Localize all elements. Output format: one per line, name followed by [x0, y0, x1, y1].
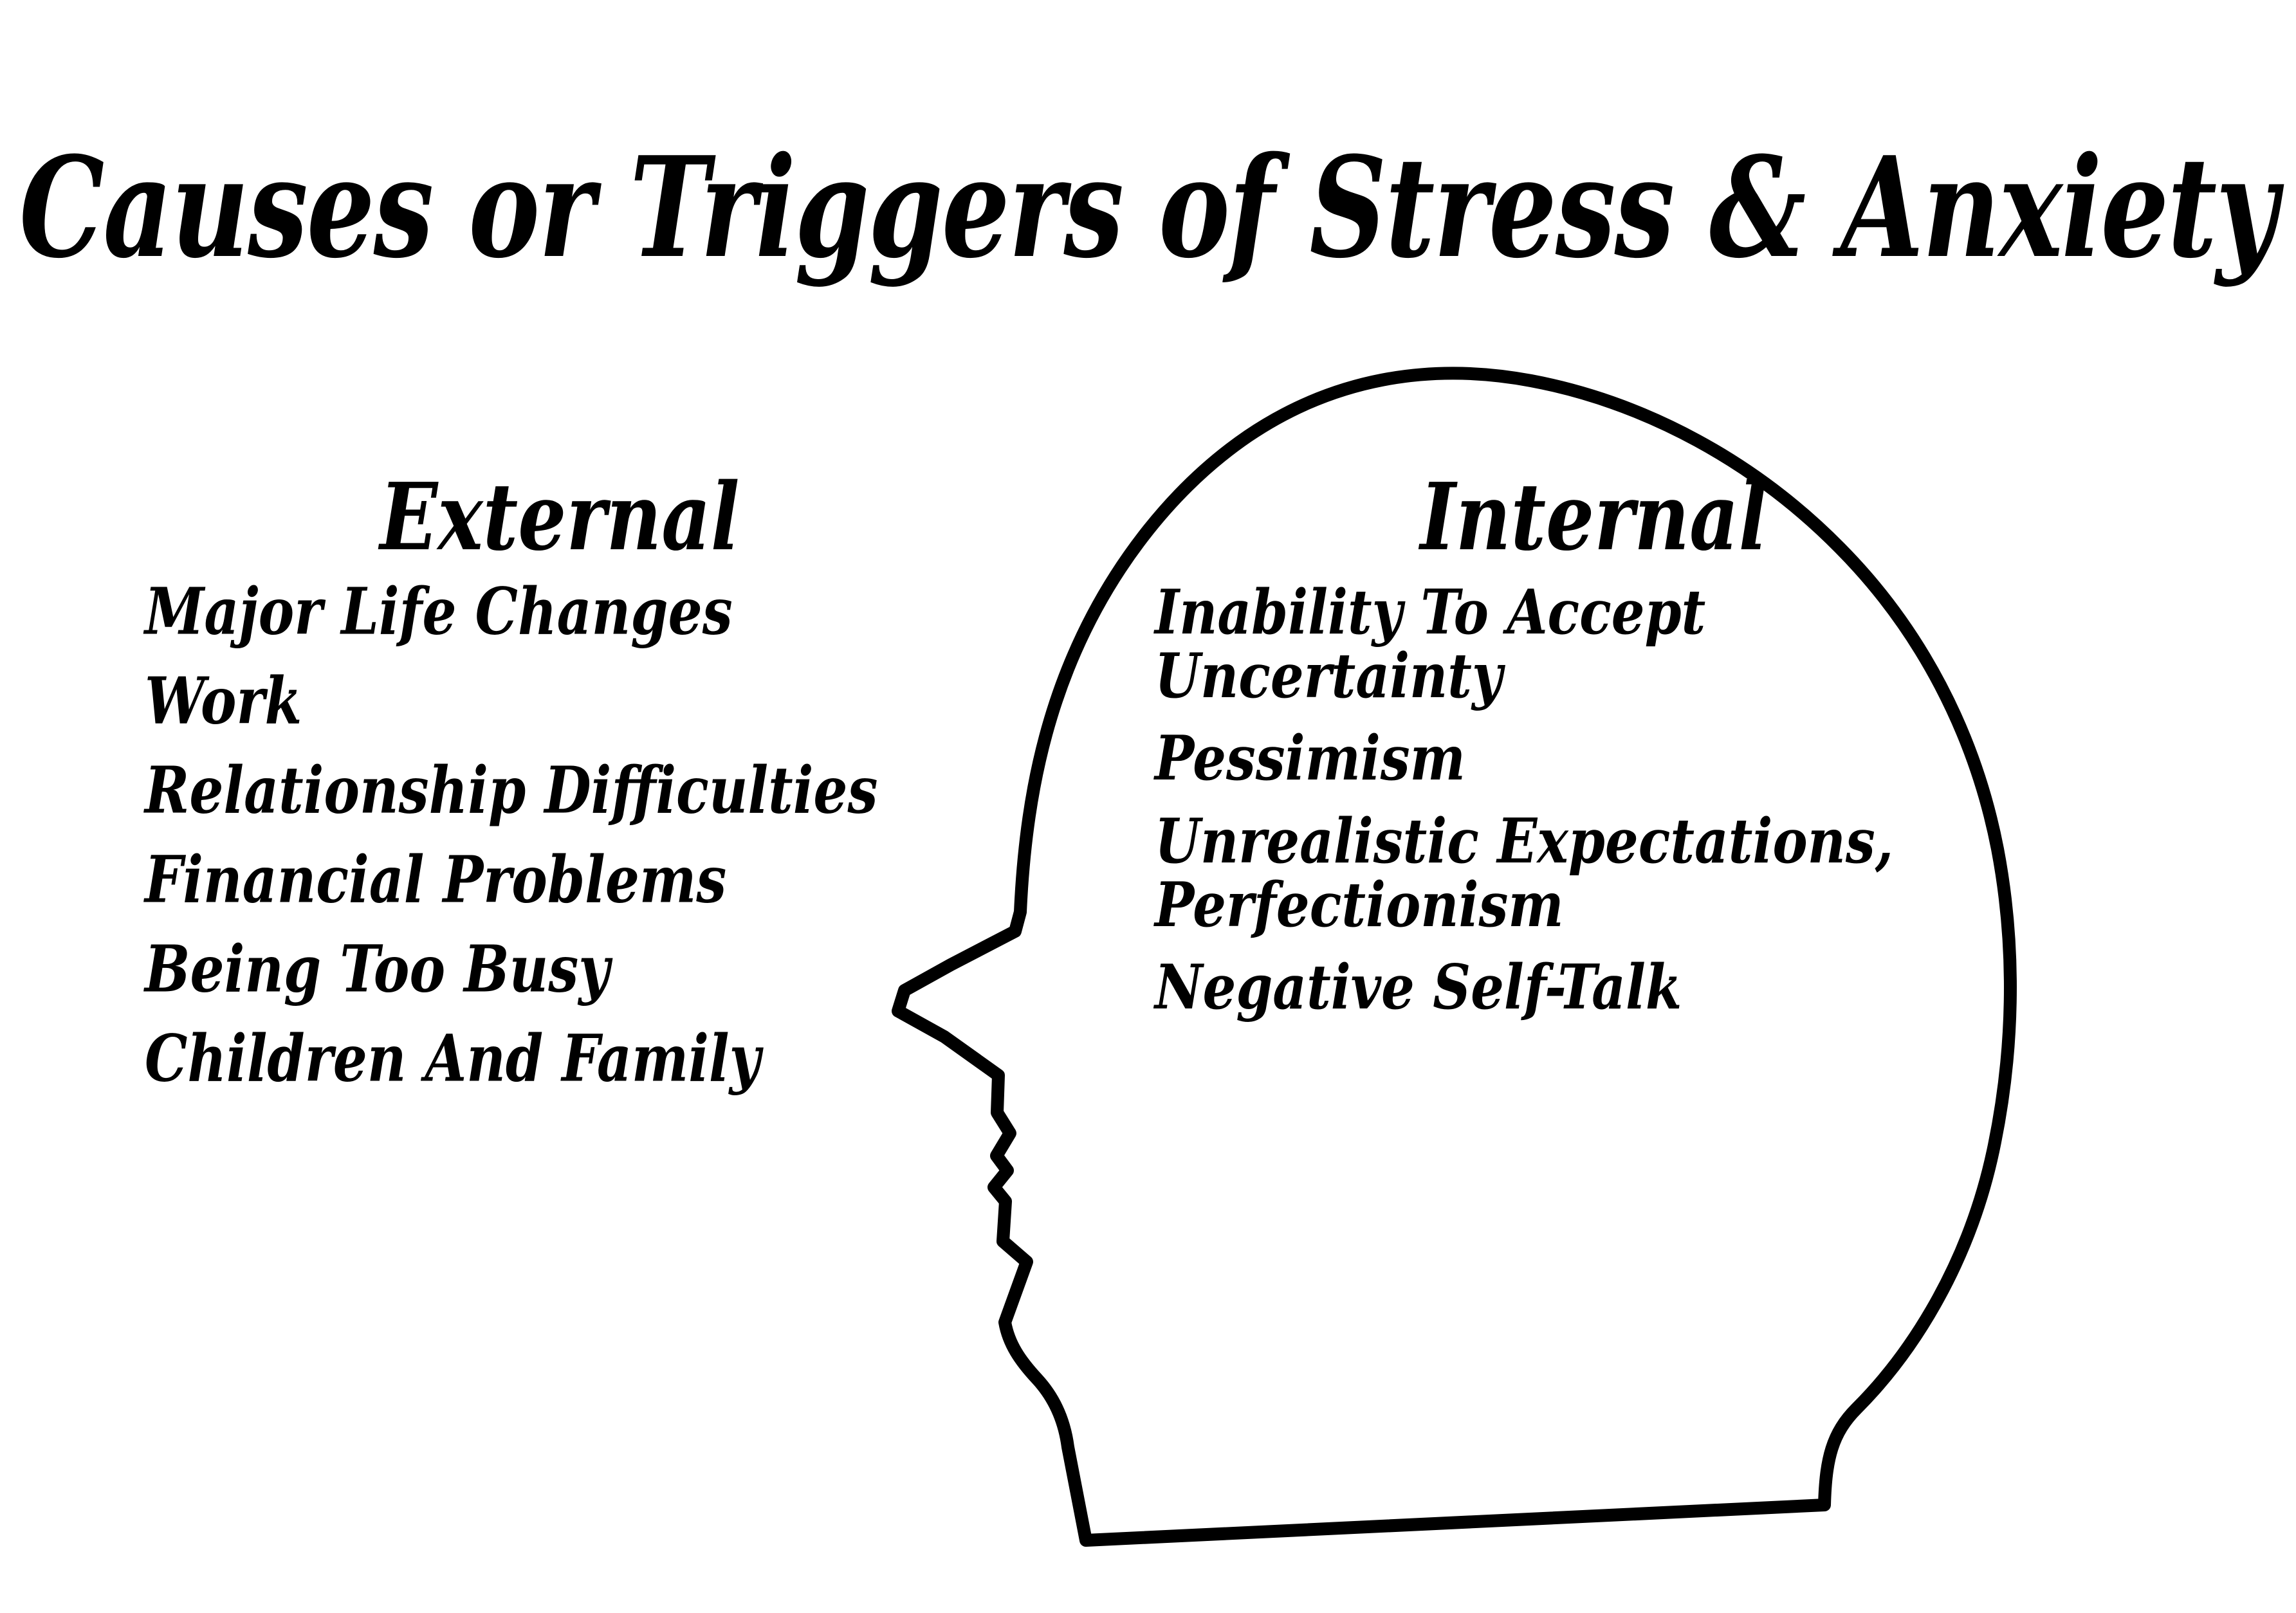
list-item: Being Too Busy: [145, 931, 610, 1007]
external-causes-section: External Major Life Changes Work Relatio…: [145, 470, 975, 1121]
external-heading: External: [380, 462, 740, 572]
internal-causes-list: Inability To Accept Uncertainty Pessimis…: [1155, 580, 2017, 1018]
list-item: Inability To Accept Uncertainty: [1155, 575, 1706, 712]
list-item: Children And Family: [145, 1021, 761, 1097]
page-title: Causes or Triggers of Stress & Anxiety: [19, 125, 2278, 289]
list-item: Pessimism: [1155, 721, 1465, 794]
list-item: Negative Self-Talk: [1155, 950, 1682, 1023]
list-item: Work: [145, 663, 302, 739]
external-causes-list: Major Life Changes Work Relationship Dif…: [145, 580, 975, 1091]
internal-causes-section: Internal Inability To Accept Uncertainty…: [1155, 470, 2017, 1046]
list-item: Major Life Changes: [145, 574, 733, 650]
list-item: Unrealistic Expectations, Perfectionism: [1155, 804, 1894, 940]
list-item: Relationship Difficulties: [145, 752, 878, 828]
list-item: Financial Problems: [145, 842, 727, 918]
internal-heading: Internal: [1420, 462, 1768, 572]
